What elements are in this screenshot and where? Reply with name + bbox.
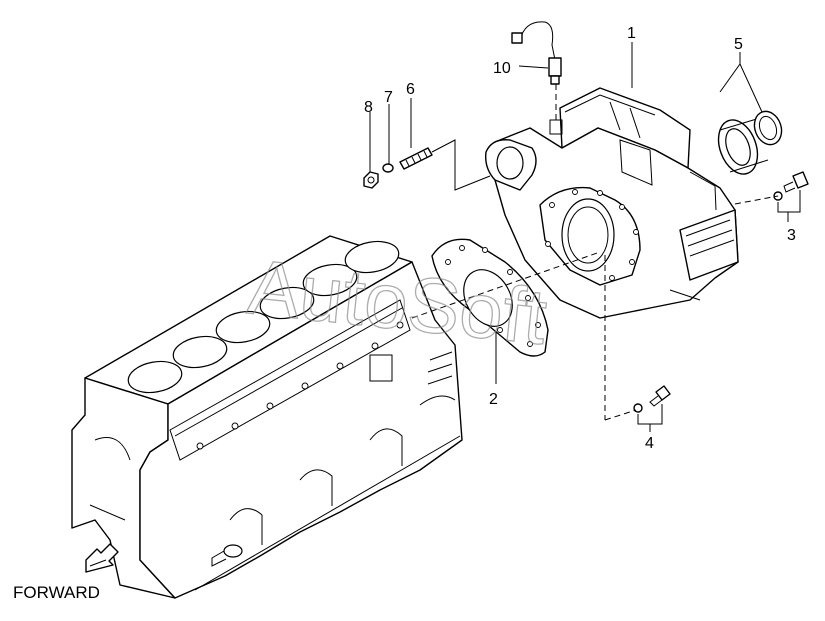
leader-lines [369, 42, 801, 432]
callout-7: 7 [384, 89, 393, 106]
stud-bolt [399, 147, 433, 170]
sensor-with-cable [511, 21, 562, 85]
spring-washer [382, 163, 394, 173]
callout-8: 8 [364, 99, 373, 116]
callout-2: 2 [489, 391, 498, 408]
flywheel-housing [485, 87, 739, 319]
callout-6: 6 [406, 81, 415, 98]
forward-indicator: FORWARD [13, 543, 119, 602]
callout-3: 3 [787, 227, 796, 244]
forward-arrow-icon [85, 543, 119, 573]
flywheel-housing-gasket [431, 238, 549, 357]
callout-5: 5 [734, 36, 743, 53]
bolt-washer-set-3 [773, 171, 809, 201]
callout-10: 10 [493, 60, 511, 77]
oil-seal [717, 110, 783, 175]
callout-1: 1 [627, 25, 636, 42]
callout-4: 4 [645, 435, 654, 452]
engine-block [71, 235, 463, 599]
callout-numbers: 1 2 3 4 5 6 7 8 10 [364, 25, 796, 452]
hex-nut [363, 171, 379, 189]
bolt-washer-set-4 [633, 385, 671, 413]
forward-label: FORWARD [13, 583, 100, 602]
